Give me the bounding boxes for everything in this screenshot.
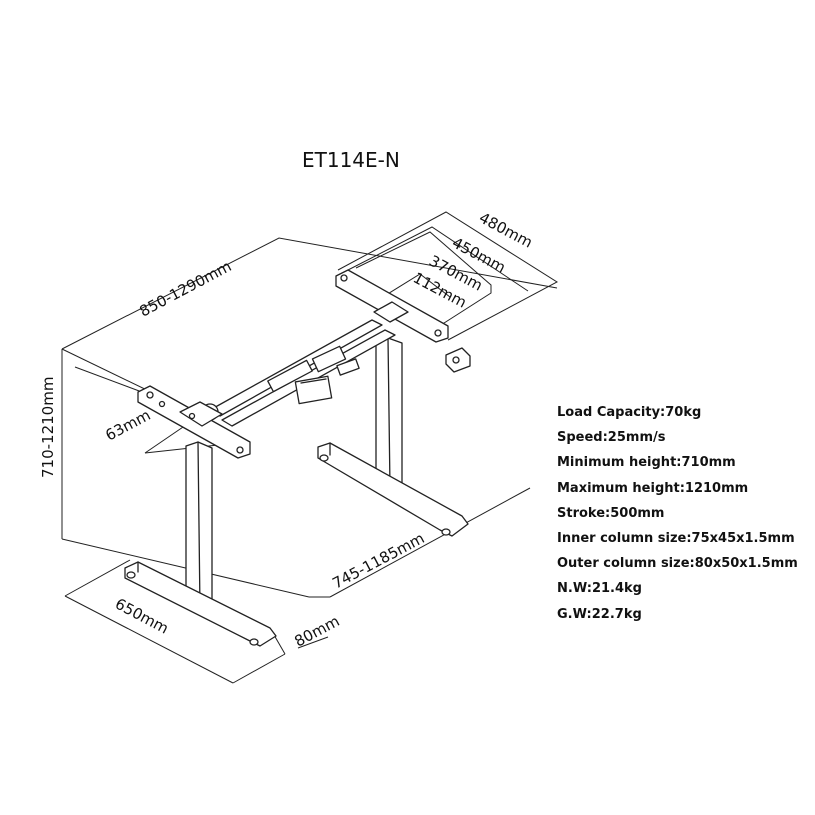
crossbar-assembly (201, 319, 396, 427)
model-title: ET114E-N (302, 148, 400, 172)
foot-width-label: 80mm (291, 612, 342, 651)
back-bracket (335, 269, 471, 373)
spec-load-capacity: Load Capacity:70kg (557, 405, 702, 420)
right-leg (317, 337, 469, 537)
left-leg (124, 441, 277, 647)
spec-minimum-height: Minimum height:710mm (557, 455, 736, 471)
width-range-label: 850-1290mm (136, 257, 234, 321)
spec-net-weight: N.W:21.4kg (557, 581, 642, 597)
spec-outer-column: Outer column size:80x50x1.5mm (557, 556, 798, 572)
bracket-480-label: 480mm (476, 209, 536, 252)
offset-label: 63mm (102, 406, 153, 445)
spec-stroke: Stroke:500mm (557, 505, 665, 521)
spec-gross-weight: G.W:22.7kg (557, 606, 642, 622)
dimension-labels: 850-1290mm 710-1210mm 63mm 745-1185mm 65… (39, 209, 536, 651)
front-bracket (137, 385, 251, 459)
spec-maximum-height: Maximum height:1210mm (557, 480, 749, 496)
dimension-lines (61, 211, 558, 684)
spec-list: Load Capacity:70kg Speed:25mm/s Minimum … (557, 400, 798, 627)
foot-length-label: 650mm (112, 595, 172, 638)
spec-speed: Speed:25mm/s (557, 430, 666, 446)
leg-spacing-label: 745-1185mm (329, 529, 427, 593)
height-range-label: 710-1210mm (39, 377, 57, 478)
spec-inner-column: Inner column size:75x45x1.5mm (557, 531, 795, 547)
